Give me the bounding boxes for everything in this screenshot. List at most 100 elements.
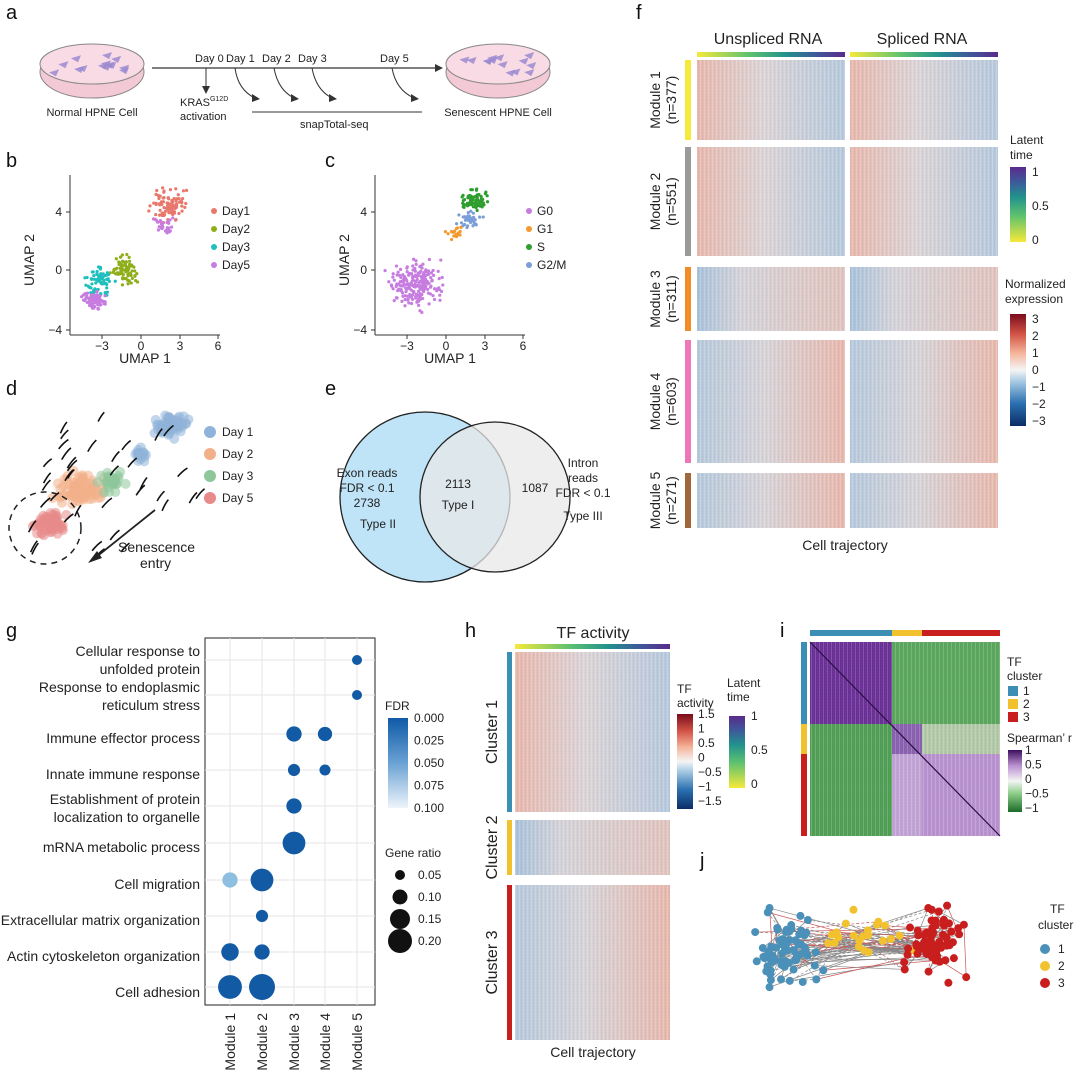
expr-tick: 1 (1032, 346, 1039, 360)
umap-point (106, 278, 110, 282)
y-tick-label: 4 (360, 205, 367, 219)
velocity-stream (66, 459, 78, 472)
umap-point (184, 188, 189, 193)
module-name: Module 1 (647, 71, 663, 129)
fdr-tick: 0.075 (414, 779, 444, 793)
velocity-stream (27, 520, 37, 533)
tf-node (942, 933, 951, 942)
tf-node (849, 905, 858, 914)
panel-label-j: j (700, 850, 705, 872)
legend-dot (526, 208, 532, 214)
expr-tick: 3 (1032, 312, 1039, 326)
umap-point (161, 186, 165, 190)
panel-label-h: h (465, 620, 477, 642)
fdr-title: FDR (385, 699, 410, 713)
umap-point (135, 272, 139, 276)
kras-label: KRASG12D (180, 96, 228, 109)
umap-point (467, 194, 471, 198)
velocity-cell (115, 466, 126, 477)
velocity-cell (139, 448, 150, 459)
cell-icon (102, 52, 113, 60)
legend-dot (204, 426, 216, 438)
module-name: Module 5 (647, 471, 663, 529)
cluster-color-bar (507, 652, 512, 812)
tf-node (784, 958, 793, 967)
velocity-stream (60, 429, 69, 440)
umap-point (449, 237, 454, 242)
umap-point (84, 283, 88, 287)
umap-point (428, 292, 432, 296)
x-tick-label: 3 (177, 339, 184, 353)
umap-point (422, 286, 426, 290)
umap-point (184, 201, 188, 206)
umap-point (95, 293, 100, 297)
tf-node (832, 928, 841, 937)
network-edge (770, 909, 932, 960)
network-edge (876, 924, 918, 955)
umap-point (395, 283, 399, 287)
umap-point (168, 188, 173, 192)
umap-point (431, 293, 435, 298)
umap-point (483, 191, 487, 196)
tf-node (763, 908, 772, 917)
umap-point (98, 267, 103, 271)
umap-point (437, 277, 441, 281)
panel-b-xlabel: UMAP 1 (119, 350, 171, 366)
umap-point (454, 222, 459, 226)
tf-node (849, 931, 858, 940)
umap-point (421, 262, 425, 266)
module-axis-label: Module 5 (349, 1013, 365, 1071)
network-edge (938, 911, 965, 926)
umap-point (127, 255, 131, 259)
umap-point (177, 211, 181, 216)
umap-point (469, 219, 473, 223)
umap-point (154, 218, 159, 222)
velocity-cell (52, 528, 63, 539)
velocity-stream (163, 424, 174, 437)
cluster-label: 1 (1058, 942, 1065, 956)
umap-point (133, 269, 137, 273)
umap-point (414, 274, 419, 278)
umap-point (418, 265, 422, 269)
ratio-tick: 0.15 (418, 912, 442, 926)
umap-point (122, 260, 126, 264)
umap-point (152, 201, 156, 205)
umap-point (95, 290, 99, 294)
umap-point (166, 196, 170, 200)
ratio-tick: 0.10 (418, 890, 442, 904)
tf-node (921, 930, 930, 939)
cluster-name: Cluster 3 (484, 930, 501, 994)
legend-dot (526, 244, 532, 250)
overlap-type: Type I (442, 498, 475, 512)
tf-node (764, 947, 773, 956)
umap-point (416, 283, 420, 288)
umap-point (124, 277, 128, 281)
velocity-cell (120, 478, 131, 489)
umap-point (180, 200, 184, 205)
umap-point (410, 276, 415, 280)
umap-point (394, 264, 399, 268)
unspliced-title: Unspliced RNA (714, 31, 823, 48)
y-tick-label: −4 (48, 323, 62, 337)
i-tf-title2: cluster (1007, 669, 1042, 683)
tf-node (932, 948, 941, 957)
overlap-count: 2113 (445, 477, 471, 491)
panel-c-ylabel: UMAP 2 (336, 234, 352, 286)
enrichment-dot (250, 868, 274, 892)
umap-point (403, 294, 407, 298)
umap-point (157, 225, 161, 229)
umap-point (423, 282, 427, 286)
expr-tick: −3 (1032, 414, 1046, 428)
umap-point (457, 213, 461, 217)
tf-node (766, 976, 775, 985)
module-axis-label: Module 1 (222, 1013, 238, 1071)
go-term-label: Cell migration (114, 876, 200, 892)
ratio-legend-dot (388, 929, 412, 953)
umap-point (465, 225, 469, 230)
umap-point (471, 224, 475, 228)
umap-point (90, 282, 94, 286)
day0-label: Day 0 (195, 53, 224, 65)
umap-point (441, 283, 445, 287)
umap-point (395, 273, 399, 277)
